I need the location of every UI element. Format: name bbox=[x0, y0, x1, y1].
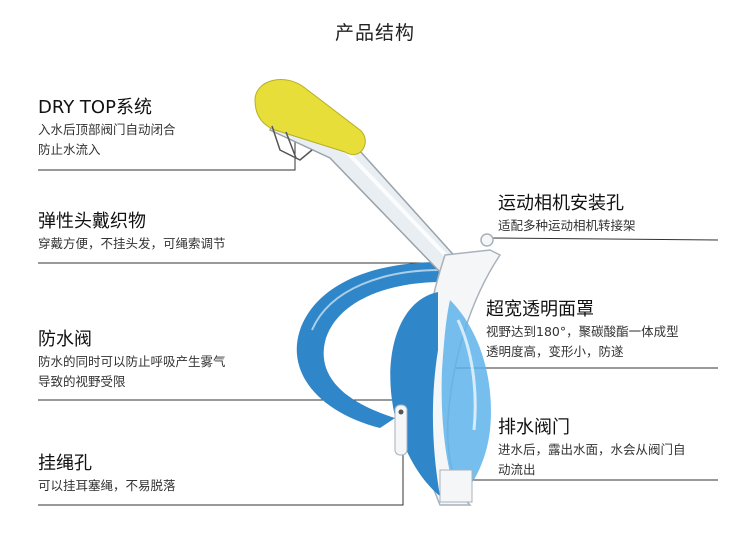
feature-desc-line: 导致的视野受限 bbox=[38, 372, 226, 392]
mask-silicone bbox=[390, 292, 440, 496]
feature-desc-line: 动流出 bbox=[498, 460, 686, 480]
feature-desc-line: 防止水流入 bbox=[38, 140, 176, 160]
feature-desc-line: 进水后，露出水面，水会从阀门自 bbox=[498, 440, 686, 460]
feature-desc-line: 可以挂耳塞绳，不易脱落 bbox=[38, 476, 176, 496]
feature-desc-line: 穿戴方便，不挂头发，可绳索调节 bbox=[38, 234, 226, 254]
feature-heading: 运动相机安装孔 bbox=[498, 192, 636, 216]
feature-desc-line: 视野达到180°，聚碳酸酯一体成型 bbox=[486, 322, 679, 342]
feature-anti-fog-valve: 防水阀 防水的同时可以防止呼吸产生雾气 导致的视野受限 bbox=[38, 328, 226, 392]
drain-valve bbox=[440, 470, 472, 502]
feature-heading: 弹性头戴织物 bbox=[38, 210, 226, 234]
feature-camera-mount: 运动相机安装孔 适配多种运动相机转接架 bbox=[498, 192, 636, 236]
feature-desc-line: 防水的同时可以防止呼吸产生雾气 bbox=[38, 352, 226, 372]
feature-elastic-strap: 弹性头戴织物 穿戴方便，不挂头发，可绳索调节 bbox=[38, 210, 226, 254]
feature-drain-valve: 排水阀门 进水后，露出水面，水会从阀门自 动流出 bbox=[498, 416, 686, 480]
feature-desc-line: 透明度高，变形小，防遂 bbox=[486, 342, 679, 362]
page-title: 产品结构 bbox=[0, 18, 750, 45]
leader-line-camera bbox=[490, 238, 718, 240]
feature-dry-top: DRY TOP系统 入水后顶部阀门自动闭合 防止水流入 bbox=[38, 96, 176, 160]
feature-heading: 超宽透明面罩 bbox=[486, 298, 679, 322]
feature-heading: 排水阀门 bbox=[498, 416, 686, 440]
feature-lanyard-hole: 挂绳孔 可以挂耳塞绳，不易脱落 bbox=[38, 452, 176, 496]
camera-mount-hole bbox=[481, 234, 493, 246]
feature-heading: 挂绳孔 bbox=[38, 452, 176, 476]
feature-desc-line: 入水后顶部阀门自动闭合 bbox=[38, 120, 176, 140]
feature-wide-mask: 超宽透明面罩 视野达到180°，聚碳酸酯一体成型 透明度高，变形小，防遂 bbox=[486, 298, 679, 362]
feature-heading: DRY TOP系统 bbox=[38, 96, 176, 120]
feature-desc-line: 适配多种运动相机转接架 bbox=[498, 216, 636, 236]
feature-heading: 防水阀 bbox=[38, 328, 226, 352]
lanyard-hole bbox=[399, 410, 404, 415]
